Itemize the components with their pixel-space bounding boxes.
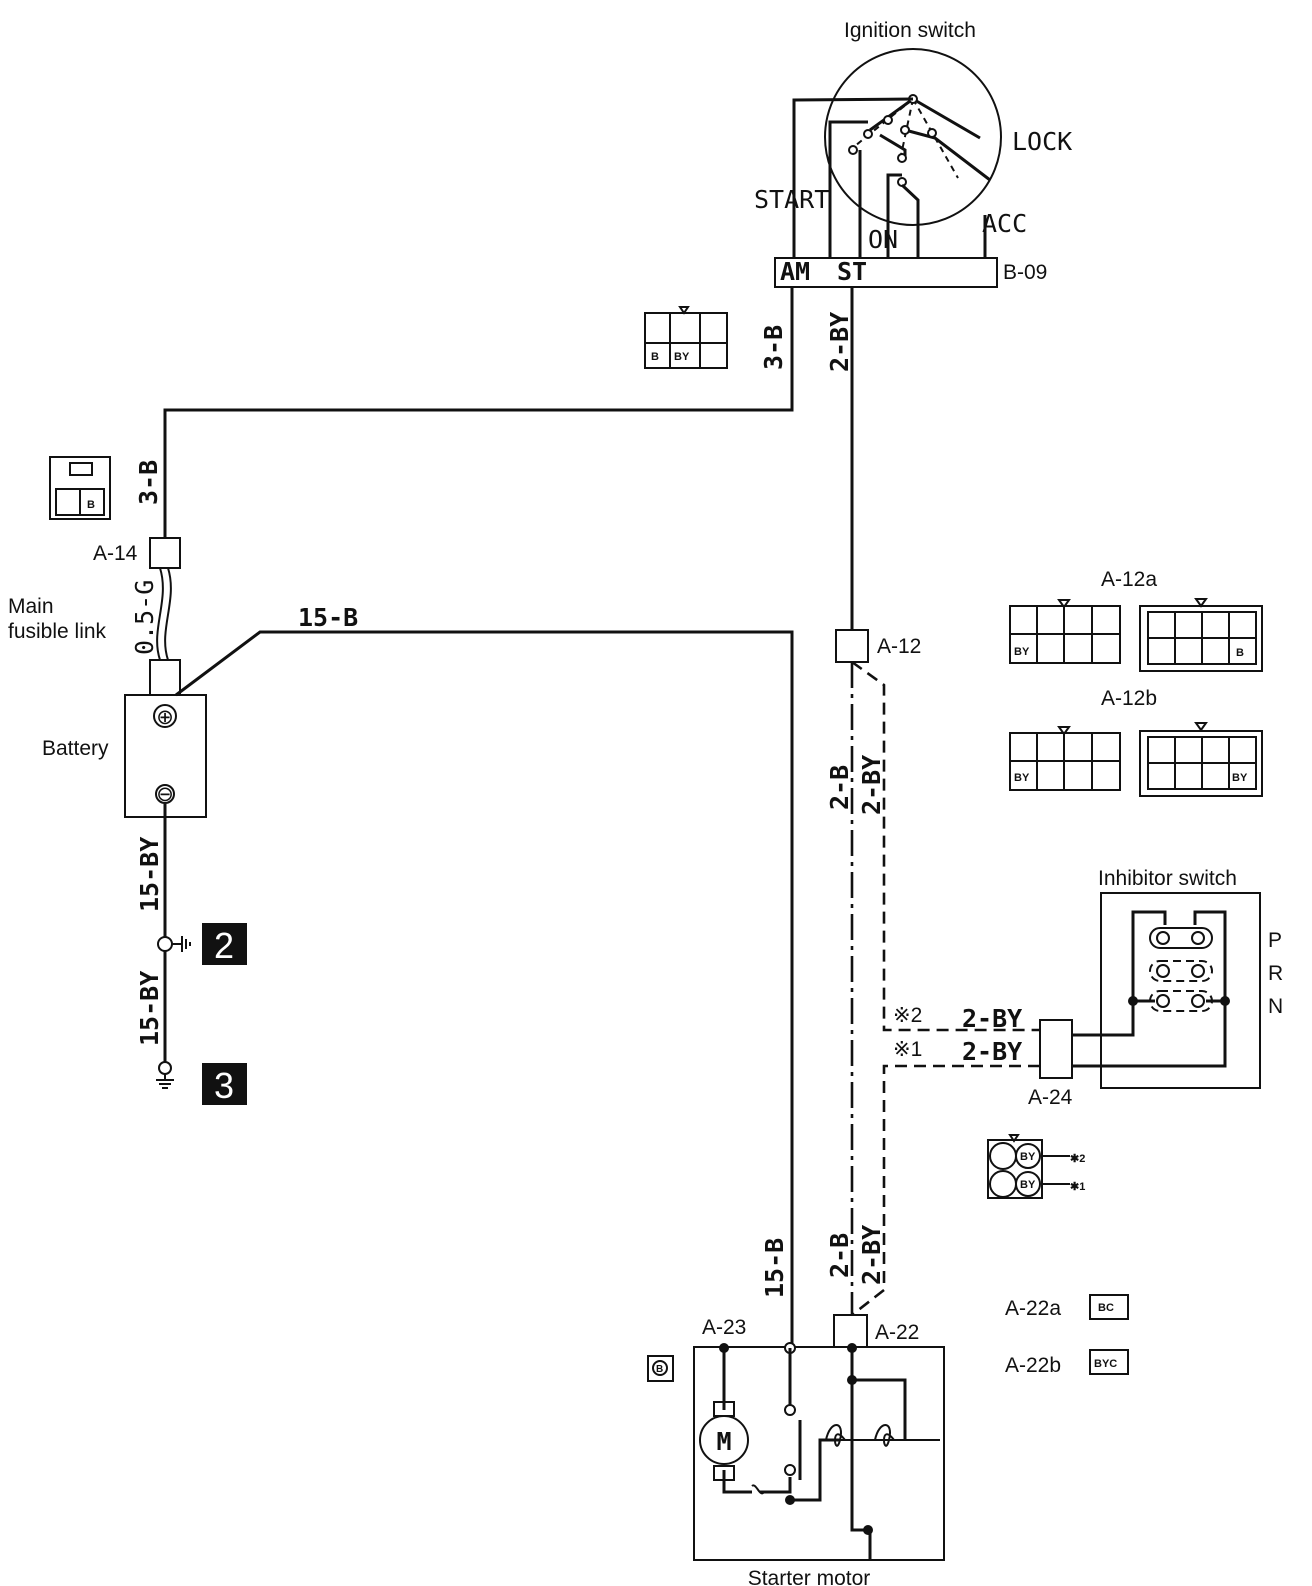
inhibitor-switch: Inhibitor switch P R N — [1072, 867, 1283, 1089]
a14-connector-face: B — [49, 456, 111, 520]
note-1-label: ※1 — [893, 1038, 922, 1061]
a23-pin-label: B — [656, 1364, 663, 1375]
fusible-link-wire — [156, 567, 172, 661]
a22a-pin-label: BC — [1098, 1302, 1114, 1314]
battery-plus-wire-label: 15-B — [298, 603, 358, 632]
a14-pin-b: B — [87, 499, 95, 511]
ground-point-3 — [202, 1063, 247, 1105]
a22-connector — [833, 1314, 868, 1348]
a12b-connector-face: A-12b BY BY — [1009, 687, 1263, 797]
a14-connector: A-14 0.5-G Main fusible link — [8, 537, 181, 696]
a12-solid-wire-label: 2-B — [825, 765, 854, 810]
a22-label: A-22 — [875, 1321, 919, 1344]
a12a-pin-by: BY — [1014, 646, 1030, 658]
a12b-pin-by-1: BY — [1014, 772, 1030, 784]
battery-minus-wire-label-2: 15-BY — [135, 971, 164, 1046]
a24-pin-by-2: BY — [1020, 1151, 1036, 1163]
wire-am-label: 3-B — [759, 325, 788, 370]
fusible-link-label-2: fusible link — [8, 620, 107, 643]
wire-st-label: 2-BY — [825, 312, 854, 372]
a23-label: A-23 — [702, 1316, 746, 1339]
a22b-label: A-22b — [1005, 1354, 1061, 1377]
motor-label: M — [716, 1427, 731, 1456]
battery-plus-terminal: ⊕ — [156, 706, 174, 729]
battery-minus-terminal: ⊖ — [156, 783, 174, 806]
note-2-label: ※2 — [893, 1004, 922, 1027]
a12-dashed-wire-label: 2-BY — [857, 755, 886, 815]
a22a-label: A-22a — [1005, 1297, 1061, 1320]
a24-label: A-24 — [1028, 1086, 1073, 1109]
position-r: R — [1268, 962, 1283, 985]
wire-am — [163, 287, 794, 540]
lock-label: LOCK — [1012, 127, 1072, 156]
battery-label: Battery — [42, 737, 109, 760]
position-n: N — [1268, 995, 1283, 1018]
st-terminal-label: ST — [837, 257, 867, 286]
a23-connector-face: B — [647, 1355, 674, 1382]
starter-b-wire-label: 15-B — [760, 1238, 789, 1298]
fusible-link-label-1: Main — [8, 595, 54, 618]
main-wiring: 3-B 2-BY — [163, 287, 854, 630]
connector-b09 — [774, 257, 998, 288]
position-p: P — [1268, 929, 1282, 952]
a22-solid-wire-label: 2-B — [825, 1233, 854, 1278]
pin-b: B — [651, 351, 659, 363]
a12a-label: A-12a — [1101, 568, 1157, 591]
fusible-wire-label: 0.5-G — [130, 580, 159, 655]
a12a-connector-face: A-12a BY B — [1009, 568, 1263, 672]
b09-connector-face: B BY — [644, 306, 728, 369]
a12b-pin-by-2: BY — [1232, 772, 1248, 784]
ignition-switch-label: Ignition switch — [844, 19, 976, 42]
a12a-pin-b: B — [1236, 647, 1244, 659]
starter-motor: A-22 A-23 M Starter motor — [693, 1314, 945, 1586]
a14-label: A-14 — [93, 542, 138, 565]
wire-a12-inhibitor-2 — [851, 660, 1040, 1032]
a12-connector: A-12 — [835, 629, 921, 663]
pin-by: BY — [674, 351, 690, 363]
ground-2-label: 2 — [214, 925, 234, 966]
ignition-switch-body — [824, 48, 1002, 226]
battery-ground: 15-BY 15-BY 2 3 — [135, 804, 247, 1106]
inhibitor-wire-2-label: 2-BY — [962, 1004, 1022, 1033]
a24-note-2: ✱2 — [1070, 1153, 1085, 1165]
ignition-switch: Ignition switch LOCK START ON ACC AM ST … — [754, 19, 1072, 288]
a22-connector-faces: A-22a BC A-22b BYC — [1005, 1294, 1129, 1377]
start-label: START — [754, 185, 829, 214]
b09-label: B-09 — [1003, 261, 1047, 284]
acc-label: ACC — [982, 209, 1027, 238]
am-terminal-label: AM — [780, 257, 810, 286]
a24-connector: A-24 2-BY 2-BY ※2 ※1 — [893, 1004, 1073, 1109]
a24-connector-face: BY BY ✱2 ✱1 — [987, 1134, 1085, 1199]
wire-battery-plus — [175, 630, 794, 1345]
a12-label: A-12 — [877, 635, 921, 658]
battery: ⊕ ⊖ Battery — [42, 694, 207, 818]
on-label: ON — [868, 225, 898, 254]
battery-minus-wire-label-1: 15-BY — [135, 837, 164, 912]
ground-3-label: 3 — [214, 1065, 234, 1106]
a24-note-1: ✱1 — [1070, 1181, 1085, 1193]
inhibitor-wire-1-label: 2-BY — [962, 1037, 1022, 1066]
wire-inhibitor-a22-1 — [851, 1064, 1040, 1317]
a14-wire-label: 3-B — [134, 460, 163, 505]
inhibitor-switch-label: Inhibitor switch — [1098, 867, 1237, 890]
ground-point-2 — [202, 923, 247, 965]
a22b-pin-label: BYC — [1094, 1358, 1117, 1370]
a12b-label: A-12b — [1101, 687, 1157, 710]
a24-pin-by-1: BY — [1020, 1179, 1036, 1191]
a22-dashed-wire-label: 2-BY — [857, 1225, 886, 1285]
starter-motor-label: Starter motor — [748, 1567, 871, 1586]
